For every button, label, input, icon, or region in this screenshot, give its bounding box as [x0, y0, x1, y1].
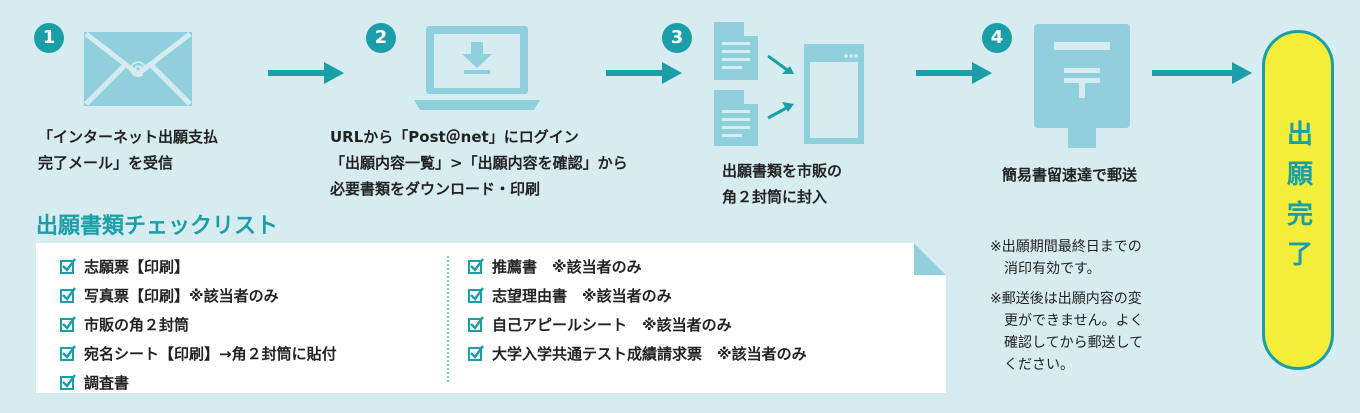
postbox-icon — [1034, 24, 1130, 148]
note: ※郵送後は出願内容の変 更ができません。よく 確認してから郵送して ください。 — [990, 291, 1144, 373]
step-4-number: 4 — [982, 23, 1012, 53]
step-2-number: 2 — [366, 23, 396, 53]
checklist-title: 出願書類チェックリスト — [36, 214, 279, 239]
checklist-item: 宛名シート【印刷】→角２封筒に貼付 — [60, 341, 337, 365]
step-3-caption: 出願書類を市販の 角２封筒に封入 — [722, 162, 843, 206]
checklist-item: 大学入学共通テスト成績請求票 ※該当者のみ — [468, 341, 807, 365]
arrow-right-icon — [916, 62, 992, 84]
documents-envelope-icon — [714, 22, 864, 146]
step-1-caption: 「インターネット出願支払 完了メール」を受信 — [38, 128, 219, 172]
checklist-right: 推薦書 ※該当者のみ志望理由書 ※該当者のみ自己アピールシート ※該当者のみ大学… — [468, 254, 807, 370]
checklist-item-label: 写真票【印刷】※該当者のみ — [84, 286, 279, 305]
checklist-item-label: 志望理由書 ※該当者のみ — [492, 286, 672, 305]
arrow-right-icon — [606, 62, 682, 84]
checklist-item: 自己アピールシート ※該当者のみ — [468, 312, 807, 336]
checklist-item-label: 宛名シート【印刷】→角２封筒に貼付 — [84, 344, 337, 363]
checkbox-checked-icon — [468, 287, 484, 303]
checklist-item-label: 大学入学共通テスト成績請求票 ※該当者のみ — [492, 344, 807, 363]
checkbox-checked-icon — [60, 345, 76, 361]
checkbox-checked-icon — [60, 258, 76, 274]
arrow-right-icon — [1152, 62, 1252, 84]
checklist-left: 志願票【印刷】写真票【印刷】※該当者のみ市販の角２封筒宛名シート【印刷】→角２封… — [60, 254, 337, 399]
checklist-item: 志望理由書 ※該当者のみ — [468, 283, 807, 307]
notes: ※出願期間最終日までの 消印有効です。 ※郵送後は出願内容の変 更ができません。… — [990, 236, 1200, 384]
note: ※出願期間最終日までの 消印有効です。 — [990, 239, 1142, 277]
checkbox-checked-icon — [60, 374, 76, 390]
arrow-right-icon — [268, 62, 344, 84]
checklist-item-label: 志願票【印刷】 — [84, 257, 190, 276]
step-3-number: 3 — [662, 23, 692, 53]
checkbox-checked-icon — [60, 287, 76, 303]
laptop-download-icon — [414, 26, 540, 110]
step-1-number: 1 — [34, 23, 64, 53]
checklist-item-label: 市販の角２封筒 — [84, 315, 190, 334]
checklist-item-label: 調査書 — [84, 373, 130, 392]
step-2-caption: URLから「Post＠net」にログイン 「出願内容一覧」>「出願内容を確認」か… — [330, 128, 628, 198]
checklist-item: 志願票【印刷】 — [60, 254, 337, 278]
checklist-item: 調査書 — [60, 370, 337, 394]
checkbox-checked-icon — [468, 258, 484, 274]
checklist-item-label: 推薦書 ※該当者のみ — [492, 257, 642, 276]
application-complete-badge: 出願完了 — [1262, 30, 1334, 370]
checklist-item: 市販の角２封筒 — [60, 312, 337, 336]
checklist-item-label: 自己アピールシート ※該当者のみ — [492, 315, 732, 334]
checkbox-checked-icon — [468, 345, 484, 361]
checklist-item: 推薦書 ※該当者のみ — [468, 254, 807, 278]
email-icon: @ — [84, 32, 192, 106]
svg-text:@: @ — [129, 58, 147, 79]
checklist-panel — [36, 243, 946, 393]
step-4-caption: 簡易書留速達で郵送 — [1002, 166, 1138, 184]
checkbox-checked-icon — [468, 316, 484, 332]
checkbox-checked-icon — [60, 316, 76, 332]
checklist-divider — [447, 256, 449, 382]
checklist-item: 写真票【印刷】※該当者のみ — [60, 283, 337, 307]
